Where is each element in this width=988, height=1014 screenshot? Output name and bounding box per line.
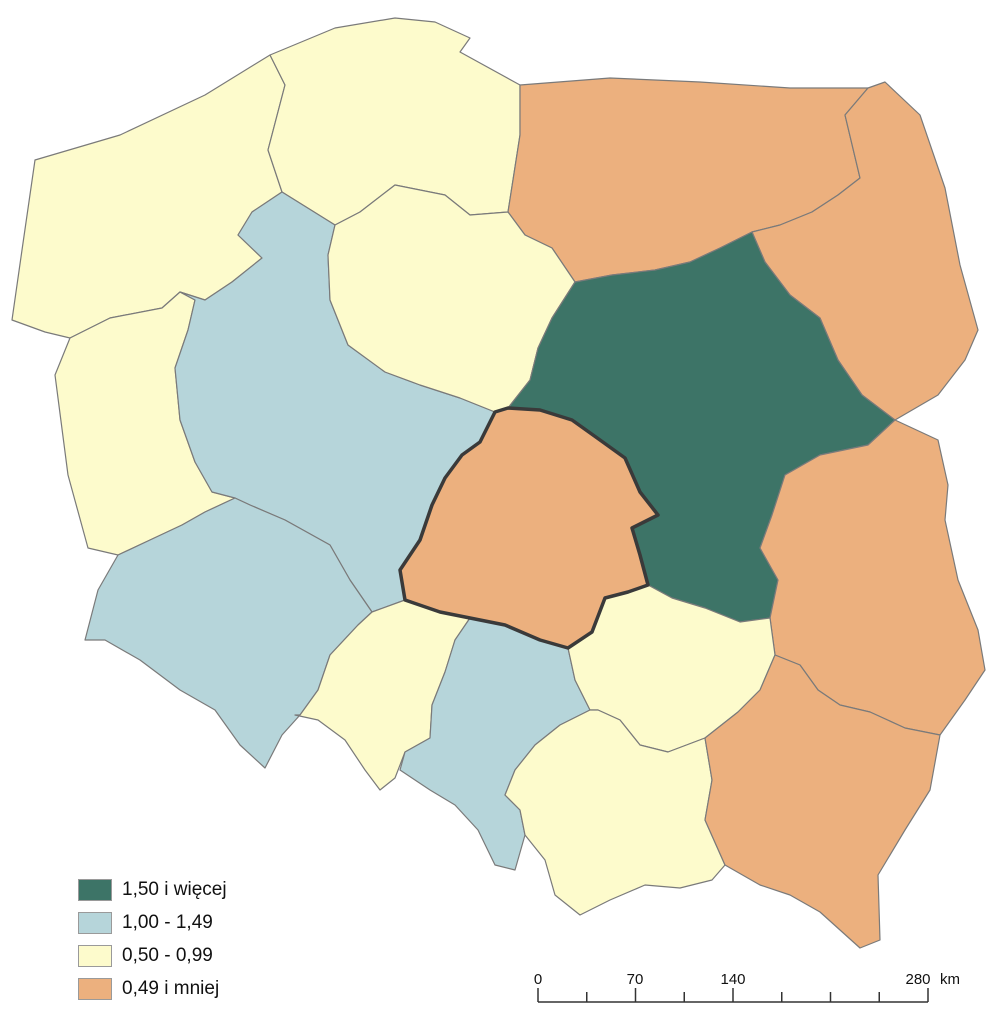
scale-bar: 0 70 140 280 km: [534, 971, 960, 1003]
legend-label: 1,50 i więcej: [122, 878, 227, 900]
highlight-outline-lodzkie: [398, 406, 660, 650]
legend-label: 1,00 - 1,49: [122, 911, 213, 933]
legend-swatch: [78, 977, 112, 1000]
scale-label-70: 70: [627, 971, 644, 988]
scale-label-280: 280: [905, 971, 930, 988]
scale-label-0: 0: [534, 971, 542, 988]
legend-item: 0,49 i mniej: [78, 972, 338, 1005]
scale-unit-label: km: [940, 971, 960, 988]
legend-swatch: [78, 911, 112, 934]
legend-swatch: [78, 944, 112, 967]
legend-label: 0,50 - 0,99: [122, 944, 213, 966]
map-legend: 1,50 i więcej 1,00 - 1,49 0,50 - 0,99 0,…: [78, 873, 338, 1005]
legend-item: 1,50 i więcej: [78, 873, 338, 906]
legend-swatch: [78, 878, 112, 901]
region-malopolskie: [504, 709, 726, 916]
legend-item: 0,50 - 0,99: [78, 939, 338, 972]
legend-item: 1,00 - 1,49: [78, 906, 338, 939]
legend-label: 0,49 i mniej: [122, 977, 220, 999]
scale-bar-ticks: [537, 988, 929, 1002]
scale-label-140: 140: [720, 971, 745, 988]
region-podkarpackie: [704, 654, 941, 949]
